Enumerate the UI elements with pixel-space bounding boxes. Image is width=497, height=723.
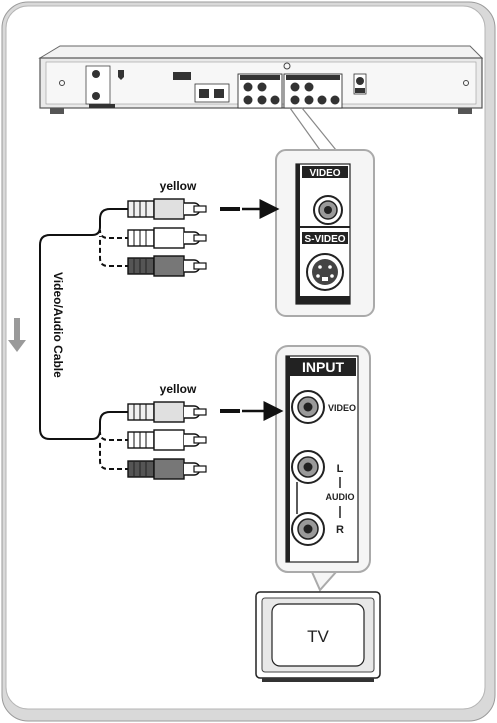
tv-set: TV xyxy=(255,591,381,682)
zoom-line xyxy=(301,107,337,151)
direction-arrow-down xyxy=(8,318,26,352)
tv-audio-label: AUDIO xyxy=(326,492,355,502)
plug-top-red xyxy=(127,255,207,277)
input-header-bg xyxy=(290,358,356,376)
tv-l-label: L xyxy=(337,463,344,475)
tv-callout-pointer xyxy=(310,571,339,592)
tv-input-header: INPUT xyxy=(302,359,344,375)
av-cable-branches xyxy=(99,229,130,470)
plug-bottom-yellow xyxy=(127,401,207,423)
video-label-bg xyxy=(302,166,348,178)
plug-top-yellow xyxy=(127,198,207,220)
dvd-player-rear-panel xyxy=(38,45,484,114)
player-jack-panel: VIDEO S-VIDEO xyxy=(275,149,375,317)
tv-label: TV xyxy=(307,627,329,646)
cable-label: Video/Audio Cable xyxy=(51,272,65,378)
player-svideo-label: S-VIDEO xyxy=(304,234,345,245)
player-video-label: VIDEO xyxy=(309,168,340,179)
tv-input-panel: INPUT VIDEO L AUDIO R xyxy=(275,345,371,573)
av-cable xyxy=(39,208,130,440)
zoom-line xyxy=(289,107,321,151)
svideo-label-bg xyxy=(302,232,348,244)
plug-top-white xyxy=(127,227,207,249)
tv-video-label: VIDEO xyxy=(328,403,356,413)
tv-r-label: R xyxy=(336,524,344,536)
yellow-label-bottom: yellow xyxy=(160,382,197,396)
plug-bottom-white xyxy=(127,429,207,451)
inner-frame xyxy=(5,5,486,710)
yellow-label-top: yellow xyxy=(160,179,197,193)
plug-bottom-red xyxy=(127,458,207,480)
